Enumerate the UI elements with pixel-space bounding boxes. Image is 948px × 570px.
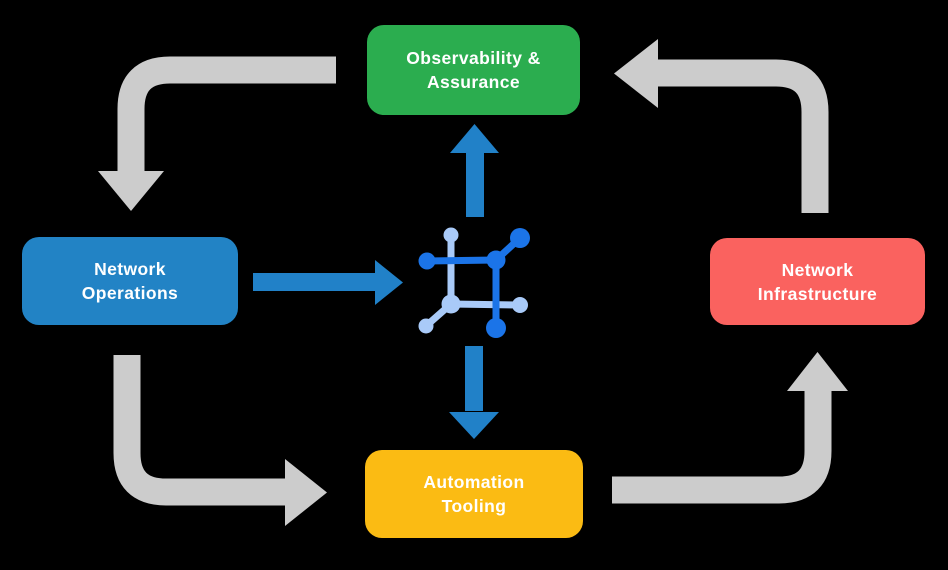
arrow-observability-to-operations-shaft: [117, 56, 336, 172]
icon-dark-corner-node-dot: [486, 250, 506, 270]
arrow-icon-to-automation-head: [449, 412, 499, 439]
flow-arrow-shafts: [253, 152, 484, 411]
icon-dark-bottom-dot: [486, 318, 506, 338]
icon-light-dots: [418, 227, 528, 334]
icon-dark-top-right-dot: [510, 228, 530, 248]
arrow-observability-to-operations-head: [98, 171, 164, 211]
network-fabric-icon: [418, 227, 530, 338]
icon-dark-part: [418, 228, 530, 338]
cycle-arrow-shafts: [113, 56, 832, 506]
node-observability-assurance: Observability & Assurance: [367, 25, 580, 115]
arrow-operations-to-automation-head: [285, 459, 327, 526]
icon-dark-left-dot: [418, 252, 436, 270]
icon-light-corner-node-dot: [441, 294, 461, 314]
cycle-arrows: [98, 39, 848, 526]
icon-light-horizontal-line: [447, 300, 524, 309]
node-automation-tooling: Automation Tooling: [365, 450, 583, 538]
flow-arrow-heads: [375, 124, 499, 439]
flow-arrows: [253, 124, 499, 439]
node-network-operations-label: Network Operations: [81, 259, 179, 303]
arrow-automation-to-infrastructure-head: [787, 352, 848, 391]
arrow-icon-to-observability-head: [450, 124, 499, 153]
arrow-infrastructure-to-observability-shaft: [658, 59, 829, 213]
icon-dark-dots: [418, 228, 530, 338]
arrow-infrastructure-to-observability-head: [614, 39, 658, 108]
node-automation-tooling-label: Automation Tooling: [423, 472, 525, 516]
arrow-automation-to-infrastructure-shaft: [612, 391, 832, 504]
node-network-infrastructure-label: Network Infrastructure: [757, 259, 878, 304]
icon-light-top-dot: [443, 227, 459, 243]
icon-light-right-dot: [512, 297, 528, 313]
icon-dark-horizontal-line: [423, 256, 500, 265]
cycle-arrow-heads: [98, 39, 848, 526]
node-network-infrastructure: Network Infrastructure: [710, 238, 925, 325]
node-network-operations: Network Operations: [22, 237, 238, 325]
arrow-operations-to-automation-shaft: [113, 355, 286, 506]
icon-light-part: [418, 227, 528, 334]
arrow-operations-to-icon-head: [375, 260, 403, 305]
node-observability-assurance-label: Observability & Assurance: [406, 48, 541, 92]
icon-light-bottom-left-dot: [418, 318, 434, 334]
